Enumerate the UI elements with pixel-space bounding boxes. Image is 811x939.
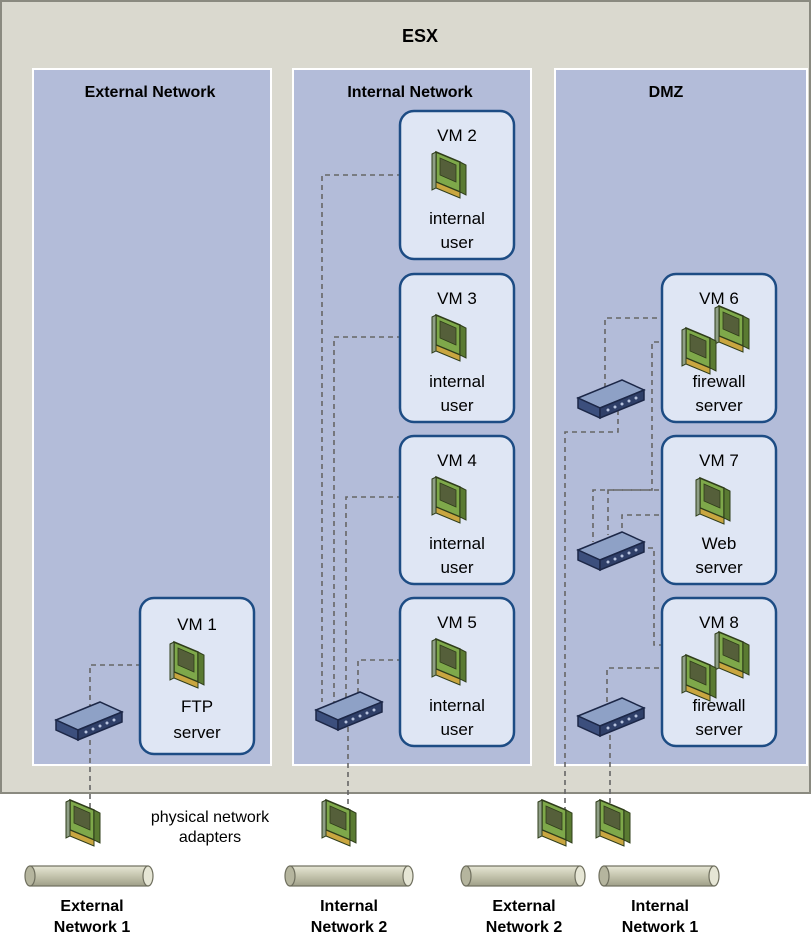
vm-4-role-line1: internal	[429, 534, 485, 553]
vm-7-name: VM 7	[699, 451, 739, 470]
network-2-label-line2: Network 2	[311, 919, 388, 936]
network-pipe-4[interactable]	[598, 865, 720, 887]
vm-3-role-line1: internal	[429, 372, 485, 391]
network-2-label-line1: Internal	[320, 898, 378, 915]
vm-5[interactable]: VM 5 internal user	[398, 596, 516, 748]
vm-4-role-line2: user	[440, 558, 473, 577]
vm-3-name: VM 3	[437, 289, 477, 308]
zone-internal-title: Internal Network	[347, 84, 472, 101]
vm-6-role-line1: firewall	[693, 372, 746, 391]
adapters-label-line2: adapters	[179, 829, 241, 846]
vm-7-role-line1: Web	[702, 534, 737, 553]
network-pipe-2[interactable]	[284, 865, 414, 887]
zone-external-title: External Network	[85, 84, 216, 101]
vm-3[interactable]: VM 3 internal user	[398, 272, 516, 424]
network-1-label-line1: External	[60, 898, 123, 915]
vm-1-role-line2: server	[173, 723, 221, 742]
network-pipe-3[interactable]	[460, 865, 586, 887]
physical-nic-icon	[537, 799, 573, 847]
vm-7-role-line2: server	[695, 558, 743, 577]
vm-2-role-line1: internal	[429, 209, 485, 228]
network-1-label-line2: Network 1	[54, 919, 131, 936]
physical-nic-icon	[321, 799, 357, 847]
vm-4-name: VM 4	[437, 451, 477, 470]
vm-8[interactable]: VM 8 firewall server	[660, 596, 778, 748]
zone-dmz-title: DMZ	[649, 84, 684, 101]
network-pipe-1[interactable]	[24, 865, 154, 887]
network-4-label-line1: Internal	[631, 898, 689, 915]
vm-2-role-line2: user	[440, 233, 473, 252]
adapters-label-line1: physical network	[151, 809, 270, 826]
vm-2-name: VM 2	[437, 126, 477, 145]
physical-nic-icon	[65, 799, 101, 847]
vm-8-role-line1: firewall	[693, 696, 746, 715]
vm-6-role-line2: server	[695, 396, 743, 415]
physical-nic-icon	[595, 799, 631, 847]
vm-5-name: VM 5	[437, 613, 477, 632]
vm-4[interactable]: VM 4 internal user	[398, 434, 516, 586]
vm-1-role-line1: FTP	[181, 697, 213, 716]
vm-5-role-line2: user	[440, 720, 473, 739]
vm-8-role-line2: server	[695, 720, 743, 739]
vm-5-role-line1: internal	[429, 696, 485, 715]
network-3-label-line2: Network 2	[486, 919, 563, 936]
vm-3-role-line2: user	[440, 396, 473, 415]
network-3-label-line1: External	[492, 898, 555, 915]
vm-1-name: VM 1	[177, 615, 217, 634]
vm-1[interactable]: VM 1 FTP server	[138, 596, 256, 756]
network-4-label-line2: Network 1	[622, 919, 699, 936]
vm-2[interactable]: VM 2 internal user	[398, 109, 516, 261]
vm-6-name: VM 6	[699, 289, 739, 308]
vm-8-name: VM 8	[699, 613, 739, 632]
esx-title: ESX	[402, 26, 438, 46]
vm-6[interactable]: VM 6 firewall server	[660, 272, 778, 424]
vm-7[interactable]: VM 7 Web server	[660, 434, 778, 586]
